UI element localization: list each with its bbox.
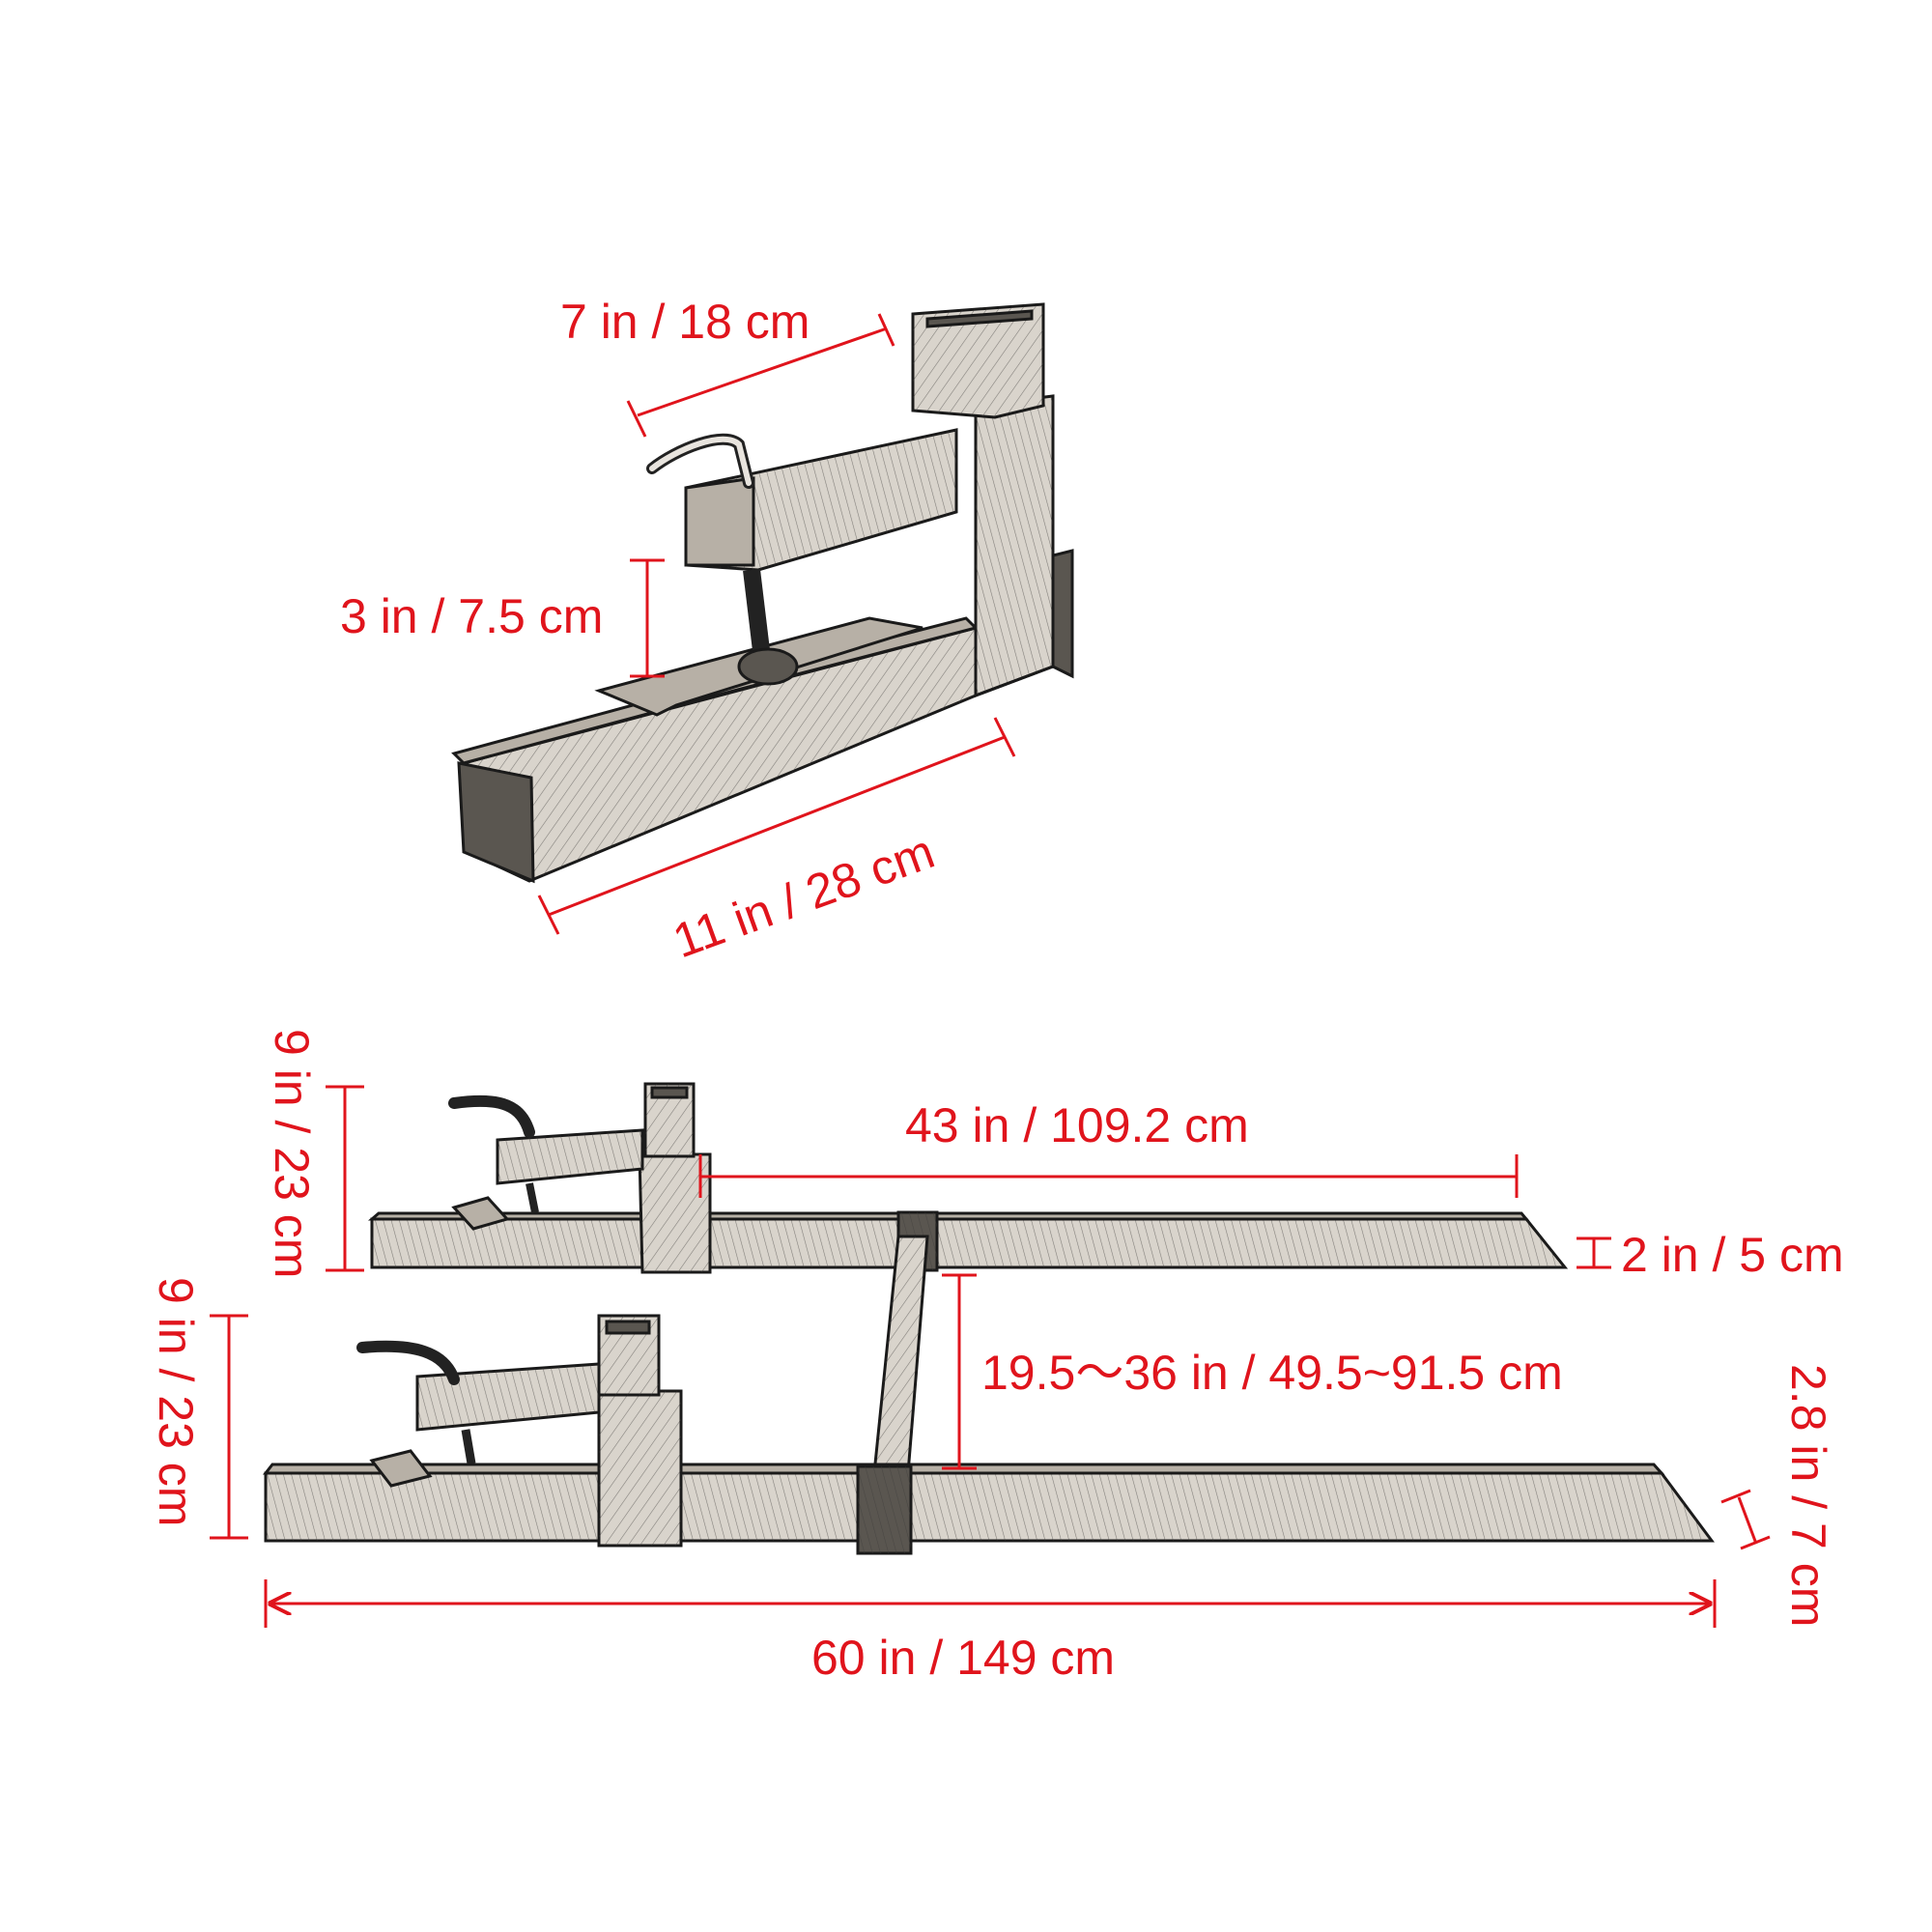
label-fork-height-lower: 9 in / 23 cm [149,1277,203,1526]
label-fork-tip-thickness: 2 in / 5 cm [1621,1228,1844,1282]
dim-line-fork-back-thickness [1737,1496,1758,1545]
dim-line-top-length [548,735,1006,917]
label-total-length: 60 in / 149 cm [811,1631,1115,1685]
fork-pair [262,1082,1715,1555]
label-fork-spacing: 19.5～36 in / 49.5~91.5 cm [981,1346,1563,1400]
label-top-width: 7 in / 18 cm [560,295,810,349]
clamp-closeup [451,302,1074,884]
closeup-nut [737,647,799,686]
label-fork-back-thickness: 2.8 in / 7 cm [1781,1364,1835,1627]
closeup-fork-end [457,761,535,884]
label-top-length: 11 in / 28 cm [667,824,942,968]
label-fork-inner-length: 43 in / 109.2 cm [905,1098,1249,1152]
label-top-gap: 3 in / 7.5 cm [340,589,603,643]
label-fork-height-upper: 9 in / 23 cm [265,1029,319,1278]
fork-dimensions: 43 in / 109.2 cm 9 in / 23 cm 2 in / 5 c… [149,1029,1844,1685]
dim-line-top-width [637,327,888,417]
